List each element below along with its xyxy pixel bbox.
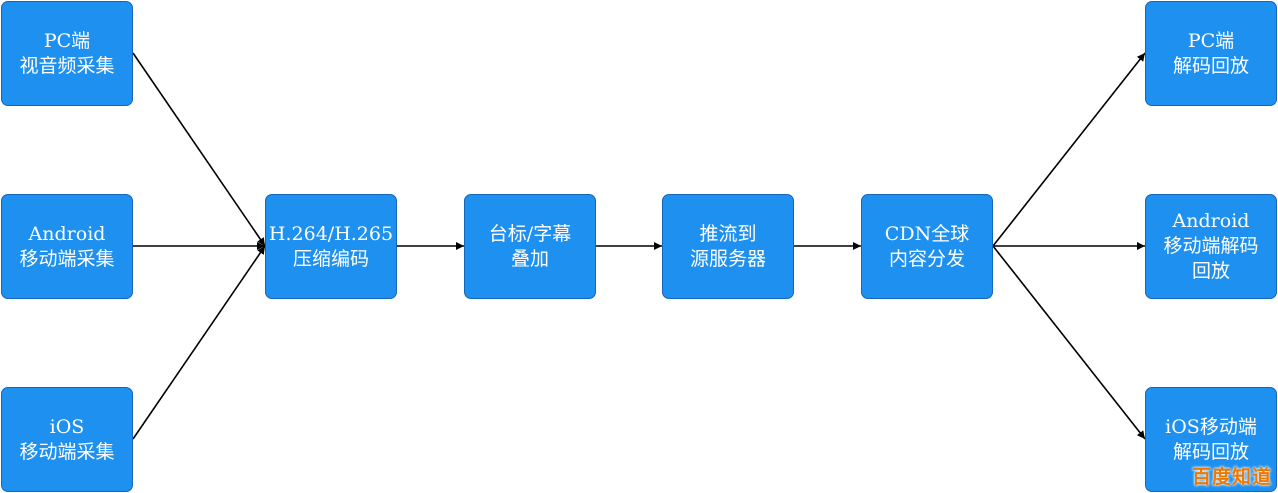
node-cdn: CDN全球 内容分发 bbox=[861, 194, 993, 299]
node-label-line: 压缩编码 bbox=[292, 247, 369, 270]
node-label-line: 回放 bbox=[1191, 260, 1230, 282]
node-android-capture: Android 移动端采集 bbox=[1, 194, 133, 299]
edge-cdn-to-pc-playback bbox=[992, 52, 1146, 247]
node-ios-capture: iOS 移动端采集 bbox=[1, 387, 133, 492]
node-encode: H.264/H.265 压缩编码 bbox=[265, 194, 397, 299]
node-label-line: PC端 bbox=[43, 29, 91, 52]
node-label-line: 移动端采集 bbox=[19, 247, 115, 270]
node-ios-playback: iOS移动端 解码回放 bbox=[1145, 387, 1277, 492]
node-label-line: 解码回放 bbox=[1172, 440, 1249, 463]
node-push: 推流到 源服务器 bbox=[662, 194, 794, 299]
node-label-line: 移动端解码 bbox=[1163, 235, 1259, 257]
node-label-line: 台标/字幕 bbox=[488, 222, 572, 245]
node-android-playback: Android 移动端解码 回放 bbox=[1145, 194, 1277, 299]
node-label-line: PC端 bbox=[1187, 29, 1235, 52]
watermark-logo: 百度知道 bbox=[1191, 466, 1272, 488]
node-label-line: 移动端采集 bbox=[19, 440, 115, 463]
node-label-line: 解码回放 bbox=[1172, 54, 1249, 77]
edge-cdn-to-ios-playback bbox=[992, 245, 1146, 440]
edge-ios-capture-to-encode bbox=[132, 245, 266, 440]
node-label-line: Android bbox=[28, 222, 106, 245]
edge-pc-capture-to-encode bbox=[132, 52, 266, 247]
node-label-line: iOS移动端 bbox=[1165, 415, 1257, 438]
node-label-line: H.264/H.265 bbox=[268, 222, 394, 245]
node-label-line: 内容分发 bbox=[888, 247, 965, 270]
node-label-line: CDN全球 bbox=[884, 222, 970, 245]
node-pc-capture: PC端 视音频采集 bbox=[1, 1, 133, 106]
node-label-line: 视音频采集 bbox=[19, 54, 115, 77]
node-pc-playback: PC端 解码回放 bbox=[1145, 1, 1277, 106]
node-label-line: Android bbox=[1172, 210, 1250, 232]
node-label-line: iOS bbox=[49, 415, 85, 438]
node-label-line: 推流到 bbox=[699, 222, 757, 245]
node-label-line: 叠加 bbox=[510, 247, 549, 270]
node-label-line: 源服务器 bbox=[689, 247, 766, 270]
node-overlay: 台标/字幕 叠加 bbox=[464, 194, 596, 299]
